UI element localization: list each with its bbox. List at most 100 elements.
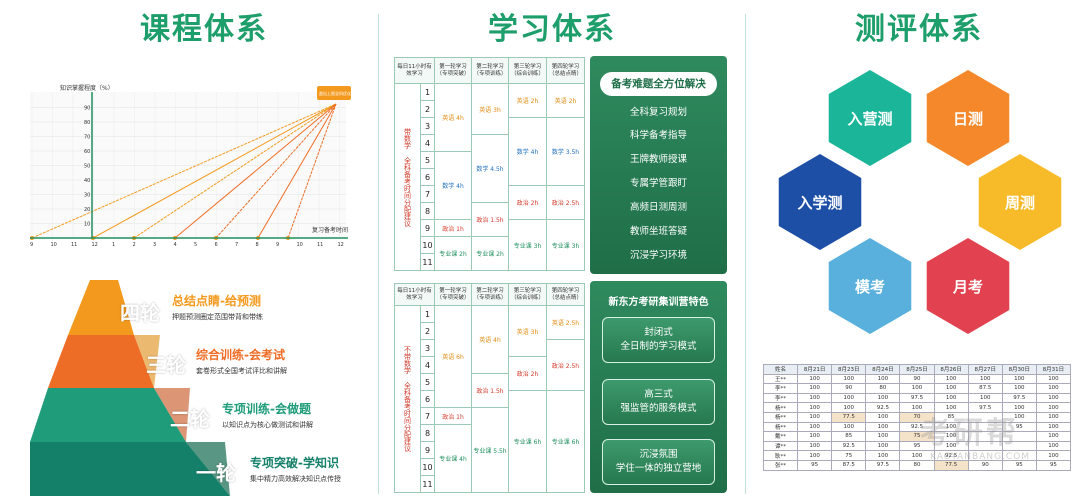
score-cell: 97.5 <box>1001 392 1037 404</box>
score-cell: 100 <box>865 373 901 385</box>
feature-item: 教师坐班答疑 <box>629 226 687 237</box>
score-cell: 100 <box>1035 411 1072 423</box>
hour: 2 <box>420 322 435 340</box>
score-cell: 李** <box>762 392 799 404</box>
score-cell: 92.5 <box>831 440 867 452</box>
score-cell: 100 <box>1035 421 1072 433</box>
t2c4-1: 政治 2.5h <box>546 339 585 391</box>
t2c4-0: 英语 2.5h <box>546 305 585 340</box>
progress-line <box>257 103 337 239</box>
feature-item: 科学备考指导 <box>629 130 687 141</box>
t1c2-3: 专业课 2h <box>471 236 509 271</box>
score-cell: 100 <box>797 373 833 385</box>
box-line: 封闭式 <box>644 327 673 338</box>
watermark-text: 考研帮 <box>920 416 1019 451</box>
hour: 3 <box>420 339 435 357</box>
score-cell: 100 <box>1035 431 1072 442</box>
round-3-desc: 套卷形式全国考试评比和讲解 <box>196 367 287 375</box>
score-cell: 100 <box>865 431 901 442</box>
score-cell: 100 <box>797 450 833 461</box>
score-cell: 97.5 <box>899 392 935 404</box>
round-2-label: 二轮 <box>170 407 210 431</box>
hour: 8 <box>420 202 435 220</box>
t1c3-3: 专业课 3h <box>508 219 547 271</box>
score-cell: 100 <box>865 450 901 461</box>
hour: 10 <box>420 458 435 476</box>
x-tick-label: 12 <box>338 242 344 248</box>
feature-item: 专属学管跟盯 <box>629 178 687 189</box>
box-line: 全日制的学习模式 <box>620 341 697 352</box>
score-cell: 100 <box>1035 440 1072 452</box>
feature-item: 王牌教师授课 <box>629 154 687 165</box>
round-1-title: 专项突破-学知识 <box>250 456 339 470</box>
divider-right <box>745 14 746 494</box>
camp-title: 新东方考研集训营特色 <box>608 297 709 308</box>
t1c2-0: 英语 3h <box>471 83 509 135</box>
score-cell: 100 <box>797 402 833 413</box>
score-cell: 100 <box>865 392 901 404</box>
chart-top-label: 超出上限全科优化 <box>319 90 351 96</box>
score-cell: 100 <box>865 421 901 433</box>
score-header-cell: 8月30日 <box>1001 364 1037 375</box>
t2c3-0: 英语 3h <box>508 305 547 357</box>
x-tick-label: 4 <box>174 242 177 248</box>
th1-3: 第三轮学习（综合训练） <box>508 57 547 84</box>
score-cell: 95 <box>797 459 833 471</box>
score-cell: 100 <box>933 373 969 385</box>
t1c1-0: 英语 4h <box>434 83 472 152</box>
hour: 4 <box>420 134 435 152</box>
y-tick-label: 50 <box>84 164 90 170</box>
t1c2-2: 政治 1.5h <box>471 202 509 237</box>
feature-item: 全科复习规划 <box>629 107 687 118</box>
course-heading: 课程体系 <box>140 12 268 47</box>
round-3-label: 三轮 <box>146 353 186 377</box>
hour: 6 <box>420 168 435 186</box>
x-tick-label: 12 <box>92 242 98 248</box>
score-cell: 100 <box>797 431 833 442</box>
table1-side: 带数学 全科备考时间分配建议 <box>403 127 412 227</box>
camp-features-panel: 新东方考研集训营特色 封闭式全日制的学习模式 高三式强监管的服务模式 沉浸氛围学… <box>590 281 727 493</box>
x-tick-label: 11 <box>71 242 77 248</box>
t1c4-3: 专业课 3h <box>546 219 585 271</box>
score-cell: 100 <box>865 440 901 452</box>
hex-entry-camp-test: 入营测 <box>828 70 912 166</box>
score-cell: 100 <box>1035 392 1072 404</box>
hour: 4 <box>420 356 435 374</box>
score-cell: 100 <box>797 383 833 394</box>
hex-weekly-test: 周测 <box>978 154 1062 250</box>
hour: 7 <box>420 407 435 425</box>
score-cell: 90 <box>831 383 867 394</box>
th2-1: 第一轮学习（专项突破） <box>434 283 472 306</box>
camp-box-3: 沉浸氛围学住一体的独立营地 <box>602 439 715 485</box>
eval-heading: 测评体系 <box>855 12 983 47</box>
x-tick-label: 7 <box>235 242 238 248</box>
t1c3-1: 数学 4h <box>508 117 547 186</box>
score-header-cell: 8月26日 <box>933 364 969 375</box>
score-header-cell: 8月21日 <box>797 364 833 375</box>
score-cell: 100 <box>831 402 867 413</box>
hour: 7 <box>420 185 435 203</box>
score-header-cell: 8月31日 <box>1035 364 1072 375</box>
round-1-label: 一轮 <box>196 461 236 485</box>
score-cell: 耿** <box>762 450 799 461</box>
hour: 6 <box>420 390 435 408</box>
score-cell: 张** <box>762 459 799 471</box>
score-cell: 100 <box>797 421 833 433</box>
th1-2: 第二轮学习（专项训练） <box>471 57 509 84</box>
t2c3-1: 政治 2h <box>508 356 547 391</box>
t1c4-1: 数学 3.5h <box>546 117 585 186</box>
box-line: 高三式 <box>644 389 673 400</box>
progress-line <box>133 103 337 239</box>
score-cell: 77.5 <box>831 411 867 423</box>
score-cell: 王** <box>762 373 799 385</box>
x-tick-label: 2 <box>133 242 136 248</box>
score-cell: 杨** <box>762 411 799 423</box>
chart-ylabel: 知识掌握程度（%） <box>60 84 114 92</box>
score-cell: 100 <box>967 392 1003 404</box>
